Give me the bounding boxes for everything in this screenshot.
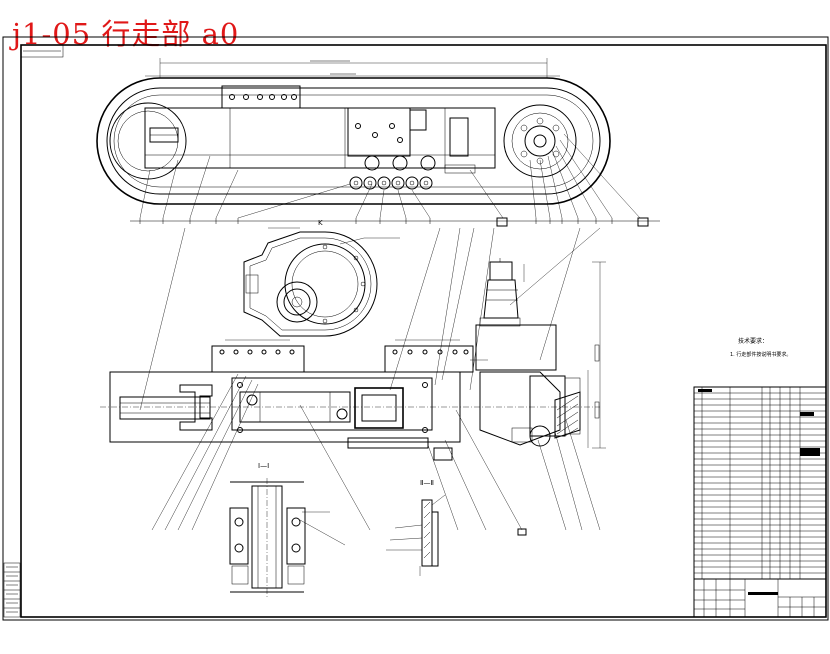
drawing-title: j1-05 行走部 a0 (12, 17, 240, 51)
technical-requirements: 技术要求： 1. 行走部件按说明书要求。 (730, 337, 791, 358)
main-plan-view (100, 258, 606, 461)
parts-list-table (693, 386, 827, 580)
section-ii-label: Ⅱ—Ⅱ (420, 479, 434, 487)
section-i-label: I—I (258, 462, 269, 470)
main-view-leaders (139, 227, 601, 536)
section-ii-view: Ⅱ—Ⅱ (386, 479, 446, 576)
gear-case-view-k: K (243, 219, 400, 337)
binding-margin-labels (3, 562, 21, 618)
drawing-frame (2, 36, 829, 621)
top-view-leaders (130, 133, 660, 222)
tech-req-heading: 技术要求： (738, 337, 768, 345)
crawler-track-side-view (96, 58, 611, 205)
part-balloons (139, 217, 649, 227)
section-i-view: I—I (229, 462, 346, 598)
title-block (693, 578, 827, 618)
tech-req-item-1: 1. 行走部件按说明书要求。 (730, 351, 791, 358)
view-k-label: K (318, 219, 323, 227)
